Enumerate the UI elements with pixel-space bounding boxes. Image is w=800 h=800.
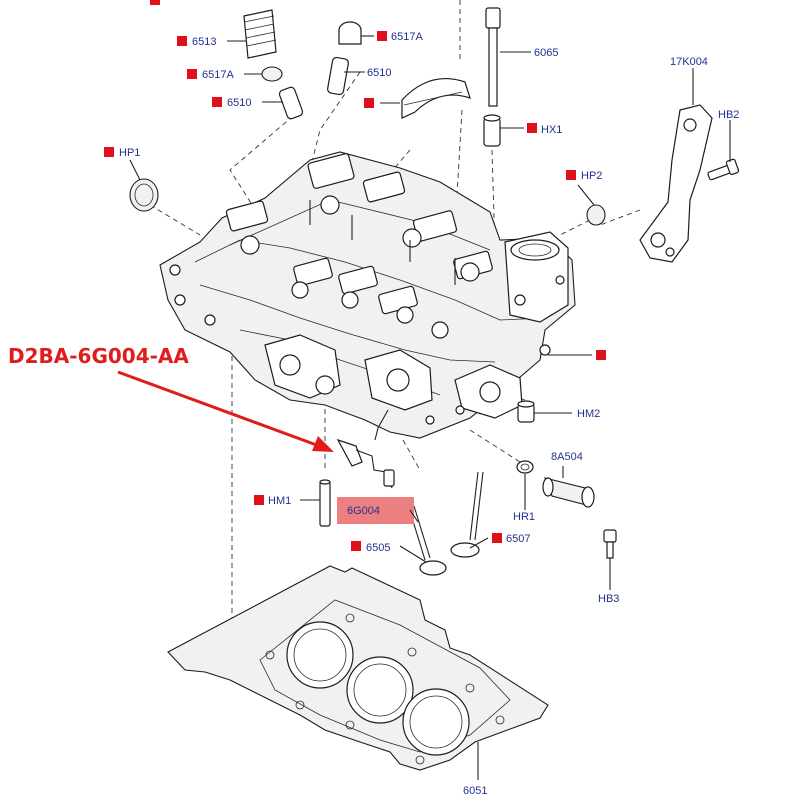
label-hm1: HM1 [268, 495, 291, 507]
solenoid-8a504 [542, 477, 595, 508]
label-6065: 6065 [534, 47, 558, 59]
bearing-cap [401, 78, 471, 119]
gasket-bore-2 [346, 656, 414, 724]
label-6051: 6051 [463, 785, 487, 797]
cylinder-head [159, 151, 576, 439]
bolt-hb3 [603, 529, 617, 559]
valve-6507 [450, 471, 484, 558]
label-hb3: HB3 [598, 593, 619, 605]
red-markers [104, 0, 606, 551]
lifting-eye-17k004 [639, 104, 713, 263]
dowel-hx1 [483, 114, 501, 147]
sensor-pointer-line [374, 409, 389, 441]
label-6517a-left: 6517A [202, 69, 234, 81]
lifter-6510 [278, 56, 349, 120]
label-hp1: HP1 [119, 147, 140, 159]
leader-lines [129, 35, 731, 780]
sensor-6g004 [336, 438, 395, 489]
valve-seal-6517a [261, 21, 362, 82]
label-6510-mid: 6510 [367, 67, 391, 79]
label-hp2: HP2 [581, 170, 602, 182]
label-hx1: HX1 [541, 124, 562, 136]
part-labels: 6513 6517A 6065 17K004 6517A 6510 6510 H… [119, 31, 739, 797]
label-6517a-top: 6517A [391, 31, 423, 43]
label-6507: 6507 [506, 533, 530, 545]
label-hb2: HB2 [718, 109, 739, 121]
dowel-hm1 [319, 479, 331, 527]
label-6510-left: 6510 [227, 97, 251, 109]
valve-spring-6513 [243, 9, 277, 59]
plug-hp2 [586, 204, 606, 226]
gasket-bore-3 [402, 688, 470, 756]
label-6513: 6513 [192, 36, 216, 48]
label-hm2: HM2 [577, 408, 600, 420]
label-hr1: HR1 [513, 511, 535, 523]
label-6505: 6505 [366, 542, 390, 554]
label-6g004: 6G004 [347, 505, 380, 517]
bolt-hb2 [707, 158, 740, 181]
head-gasket [167, 565, 549, 771]
dowel-hm2 [517, 400, 535, 423]
callout-arrow [117, 370, 334, 452]
plug-hp1 [129, 178, 159, 212]
label-17k004: 17K004 [670, 56, 708, 68]
seal-ring-hr1 [516, 460, 534, 474]
bolt-6065 [485, 7, 501, 107]
highlight-box-6g004 [337, 497, 414, 524]
label-8a504: 8A504 [551, 451, 583, 463]
part-number-callout: D2BA-6G004-AA [8, 344, 189, 368]
gasket-bore-1 [286, 621, 354, 689]
